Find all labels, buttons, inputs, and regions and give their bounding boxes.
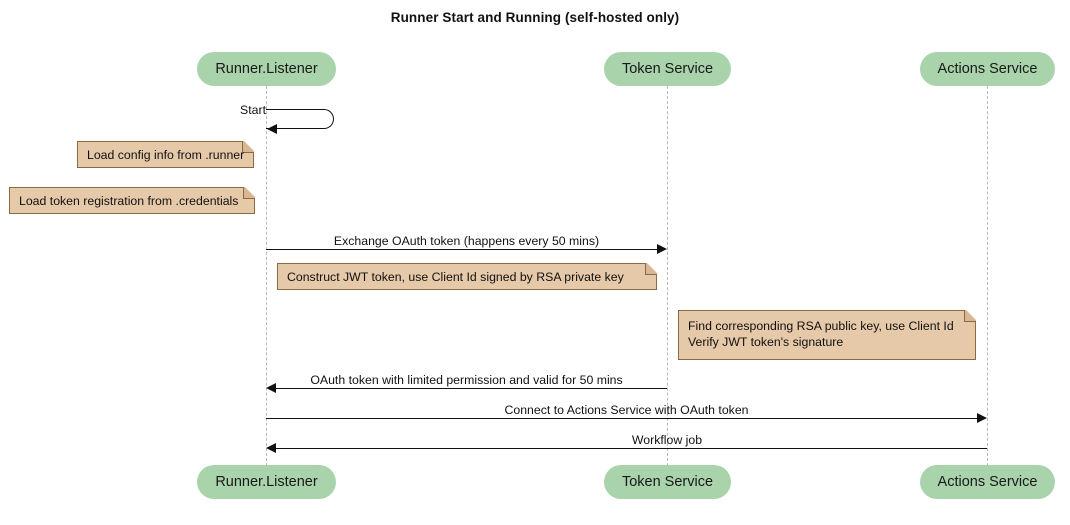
self-message-label-start: Start bbox=[240, 103, 266, 117]
message-label-workflow-job: Workflow job bbox=[631, 433, 703, 447]
participant-label: Runner.Listener bbox=[215, 474, 318, 490]
message-line-workflow-job bbox=[275, 448, 987, 449]
participant-runner-listener-bottom[interactable]: Runner.Listener bbox=[197, 465, 336, 499]
message-line-exchange-oauth-token bbox=[266, 249, 658, 250]
message-label-oauth-token-response: OAuth token with limited permission and … bbox=[310, 373, 623, 387]
participant-label: Actions Service bbox=[937, 474, 1038, 490]
note-text: Find corresponding RSA public key, use C… bbox=[688, 319, 954, 349]
note-fold-icon bbox=[645, 262, 658, 275]
participant-label: Runner.Listener bbox=[215, 61, 318, 77]
note-construct-jwt-token: Construct JWT token, use Client Id signe… bbox=[277, 262, 658, 290]
note-fold-icon bbox=[964, 309, 977, 322]
message-label-connect-actions-service: Connect to Actions Service with OAuth to… bbox=[504, 403, 749, 417]
note-load-config: Load config info from .runner bbox=[77, 140, 255, 168]
lifeline-actions bbox=[987, 86, 988, 466]
participant-token-service-top[interactable]: Token Service bbox=[604, 52, 731, 86]
self-message-arrowhead-start bbox=[267, 124, 277, 134]
participant-actions-service-top[interactable]: Actions Service bbox=[920, 52, 1055, 86]
participant-label: Actions Service bbox=[937, 61, 1038, 77]
message-arrowhead-workflow-job bbox=[266, 443, 276, 453]
note-text: Load config info from .runner bbox=[87, 147, 245, 162]
participant-token-service-bottom[interactable]: Token Service bbox=[604, 465, 731, 499]
lifeline-token bbox=[667, 86, 668, 466]
note-fold-icon bbox=[243, 186, 256, 199]
participant-label: Token Service bbox=[621, 61, 714, 77]
lifeline-runner bbox=[266, 86, 267, 466]
participant-actions-service-bottom[interactable]: Actions Service bbox=[920, 465, 1055, 499]
message-line-connect-actions-service bbox=[266, 418, 978, 419]
note-load-token-registration: Load token registration from .credential… bbox=[9, 186, 256, 214]
note-fold-icon bbox=[242, 140, 255, 153]
note-verify-jwt-signature: Find corresponding RSA public key, use C… bbox=[678, 309, 977, 360]
note-text: Load token registration from .credential… bbox=[19, 193, 239, 208]
participant-label: Token Service bbox=[621, 474, 714, 490]
note-text: Construct JWT token, use Client Id signe… bbox=[287, 269, 624, 284]
message-arrowhead-exchange-oauth-token bbox=[657, 244, 667, 254]
message-arrowhead-oauth-token-response bbox=[266, 383, 276, 393]
message-label-exchange-oauth-token: Exchange OAuth token (happens every 50 m… bbox=[333, 234, 600, 248]
participant-runner-listener-top[interactable]: Runner.Listener bbox=[197, 52, 336, 86]
message-arrowhead-connect-actions-service bbox=[977, 413, 987, 423]
self-message-loop-start bbox=[266, 109, 334, 129]
page-title: Runner Start and Running (self-hosted on… bbox=[390, 10, 680, 25]
message-line-oauth-token-response bbox=[275, 388, 667, 389]
